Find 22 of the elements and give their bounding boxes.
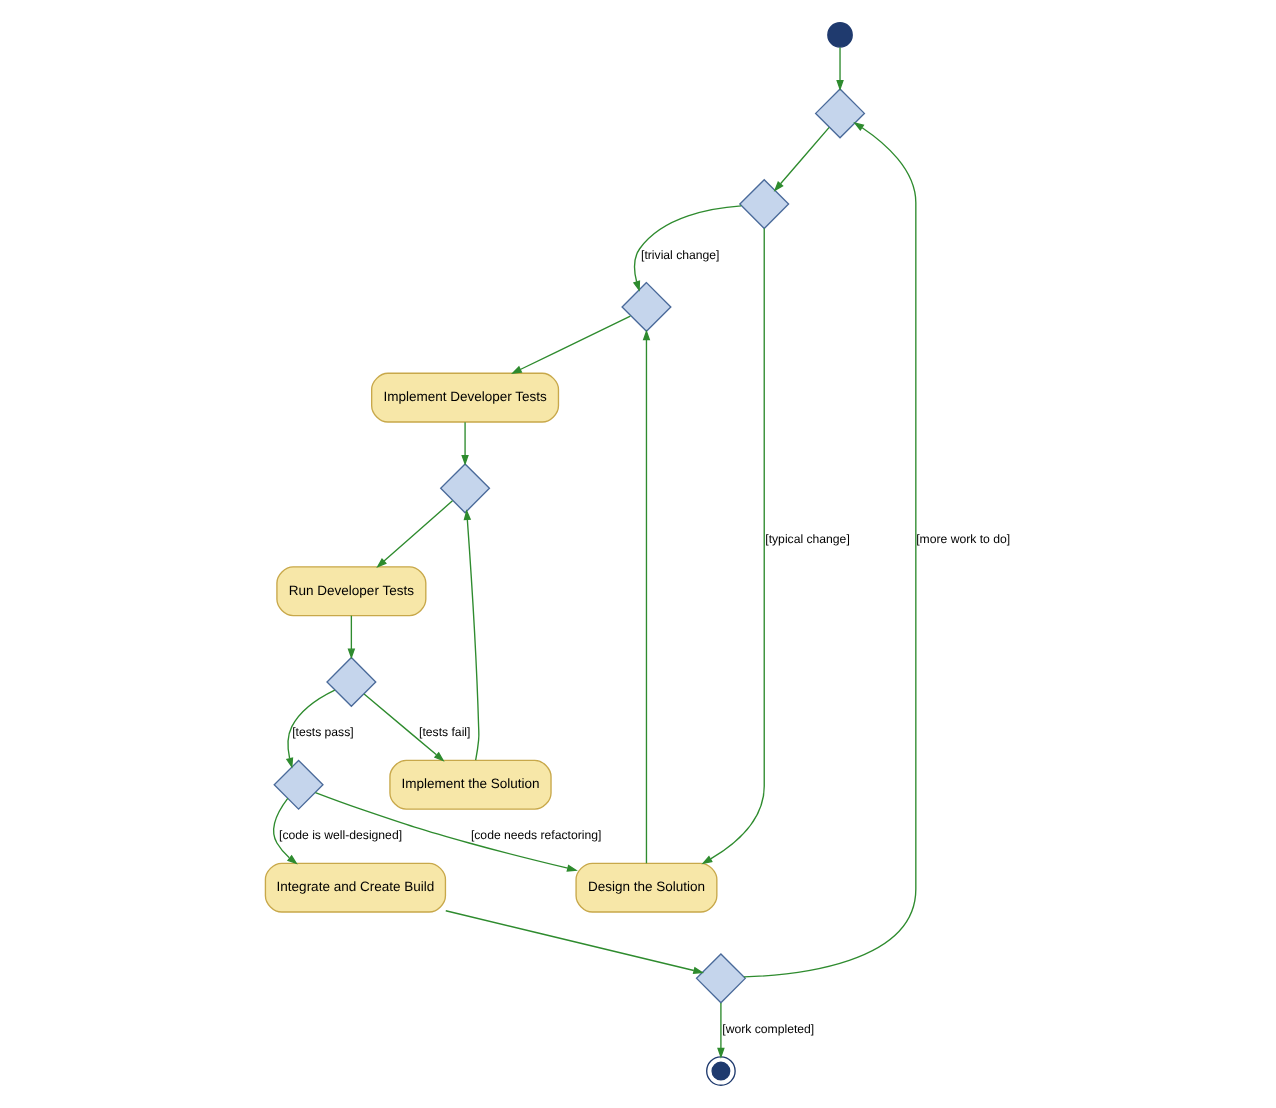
arrow (642, 329, 651, 864)
node-diamond (326, 656, 377, 708)
node-circle (706, 1056, 736, 1086)
arrow (773, 126, 830, 192)
arrow (376, 500, 454, 568)
arrow (285, 689, 336, 769)
arrow (743, 122, 917, 978)
node-diamond (439, 463, 491, 514)
arrow (273, 797, 298, 865)
arrow (445, 910, 705, 975)
arrow (463, 509, 480, 761)
arrow (363, 693, 445, 762)
arrow (347, 615, 356, 660)
arrow (511, 315, 632, 375)
node-diamond (695, 953, 747, 1004)
arrow (632, 205, 742, 292)
arrow (461, 421, 469, 466)
node-circle (827, 22, 853, 48)
arrow (836, 46, 844, 91)
arrow (314, 791, 578, 872)
arrow (701, 227, 765, 865)
arrow (717, 1002, 725, 1059)
